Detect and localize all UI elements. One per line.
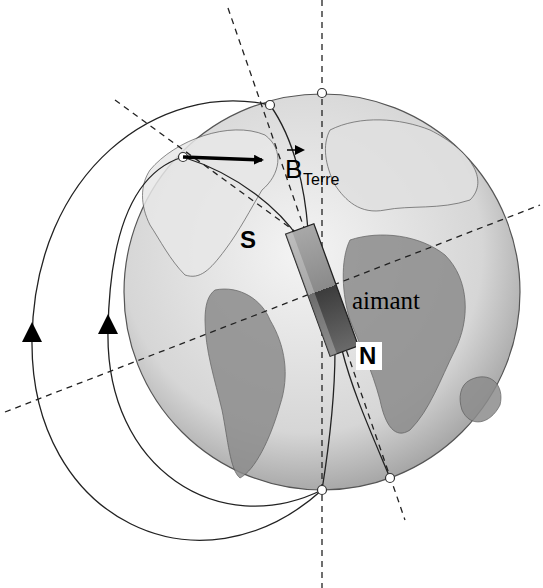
vector-arrow <box>287 149 303 151</box>
pole-label: S <box>240 228 256 252</box>
continents <box>143 120 501 478</box>
field-vector <box>183 157 262 160</box>
vector-label: B <box>285 156 302 182</box>
label-patch <box>356 342 382 370</box>
field-lines <box>32 101 390 540</box>
pole-label: N <box>359 344 376 368</box>
magnet <box>286 224 359 356</box>
vector-subscript: Terre <box>303 172 339 188</box>
field-arrow <box>22 322 42 342</box>
axes <box>5 0 540 588</box>
field-arrow <box>98 314 118 334</box>
magnet-label: aimant <box>352 288 420 313</box>
